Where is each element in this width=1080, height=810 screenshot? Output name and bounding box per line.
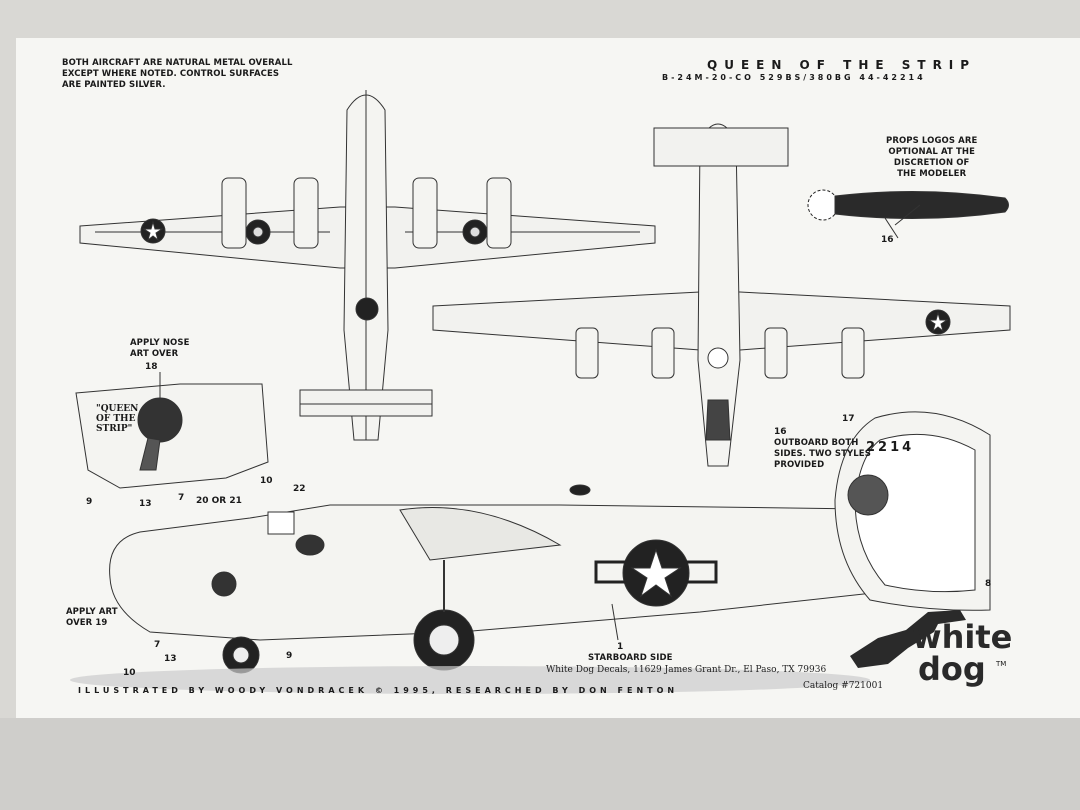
general-note-line: ARE PAINTED SILVER. xyxy=(62,80,166,90)
callout-9-nose: 9 xyxy=(86,497,93,507)
callout-22: 22 xyxy=(293,484,306,494)
callout-13-side: 13 xyxy=(164,654,177,664)
table-surface xyxy=(0,718,1080,810)
nose-art-note: APPLY NOSE ART OVER xyxy=(130,338,190,360)
nose-detail-drawing xyxy=(75,383,269,489)
apply-art-note: APPLY ART OVER 19 xyxy=(66,607,118,629)
logo-word-dog: dog xyxy=(918,650,986,688)
nose-art-line: "QUEEN xyxy=(96,404,139,414)
callout-17: 17 xyxy=(842,414,855,424)
illustration-credits: ILLUSTRATED BY WOODY VONDRACEK © 1995, R… xyxy=(78,686,679,695)
side-view-aircraft xyxy=(109,484,971,674)
propeller-drawing xyxy=(807,189,1009,226)
tail-fin-drawing xyxy=(834,411,991,611)
apply-art-note-line: OVER 19 xyxy=(66,618,108,628)
callout-16-tail: 16 xyxy=(774,427,787,437)
props-note-line: THE MODELER xyxy=(897,169,967,179)
callout-13-nose: 13 xyxy=(139,499,152,509)
bottom-view-aircraft xyxy=(432,123,1011,467)
nose-art-note-line: APPLY NOSE xyxy=(130,338,190,348)
aircraft-subtitle: B-24M-20-CO 529BS/380BG 44-42214 xyxy=(662,73,926,82)
nose-art-lettering: "QUEEN OF THE STRIP" xyxy=(96,404,138,434)
apply-art-note-line: APPLY ART xyxy=(66,607,118,617)
callout-1: 1 xyxy=(617,642,624,652)
top-view-aircraft xyxy=(79,90,656,441)
props-note: PROPS LOGOS ARE OPTIONAL AT THE DISCRETI… xyxy=(886,136,977,180)
starboard-side-label: STARBOARD SIDE xyxy=(588,653,673,663)
outboard-note: OUTBOARD BOTH SIDES. TWO STYLES PROVIDED xyxy=(774,438,871,471)
callout-18: 18 xyxy=(145,362,158,372)
callout-10-side: 10 xyxy=(123,668,136,678)
outboard-note-line: OUTBOARD BOTH xyxy=(774,438,859,448)
outboard-note-line: SIDES. TWO STYLES xyxy=(774,449,871,459)
callout-8: 8 xyxy=(985,579,992,589)
aircraft-title: QUEEN OF THE STRIP xyxy=(707,58,977,72)
general-note-line: BOTH AIRCRAFT ARE NATURAL METAL OVERALL xyxy=(62,58,293,68)
callout-10-nose: 10 xyxy=(260,476,273,486)
white-dog-logo: white dog TM xyxy=(848,608,1012,700)
dog-silhouette-icon xyxy=(850,610,966,668)
catalog-number: Catalog #721001 xyxy=(803,681,884,691)
callout-9-side: 9 xyxy=(286,651,293,661)
outboard-note-line: PROVIDED xyxy=(774,460,825,470)
nose-art-note-line: ART OVER xyxy=(130,349,179,359)
callout-7-side: 7 xyxy=(154,640,161,650)
callout-7-nose: 7 xyxy=(178,493,185,503)
callout-16-prop: 16 xyxy=(881,235,894,245)
nose-art-line: STRIP" xyxy=(96,424,133,434)
general-note-line: EXCEPT WHERE NOTED. CONTROL SURFACES xyxy=(62,69,280,79)
props-note-line: DISCRETION OF xyxy=(893,158,970,168)
trademark-symbol: TM xyxy=(996,660,1007,668)
tail-number: 2214 xyxy=(866,440,915,455)
logo-word-white: white xyxy=(912,618,1013,656)
props-note-line: PROPS LOGOS ARE xyxy=(886,136,978,146)
nose-art-line: OF THE xyxy=(96,414,136,424)
general-note: BOTH AIRCRAFT ARE NATURAL METAL OVERALL … xyxy=(62,58,293,91)
address-line: White Dog Decals, 11629 James Grant Dr.,… xyxy=(546,665,827,675)
callout-20-or-21: 20 OR 21 xyxy=(196,496,242,506)
props-note-line: OPTIONAL AT THE xyxy=(888,147,975,157)
